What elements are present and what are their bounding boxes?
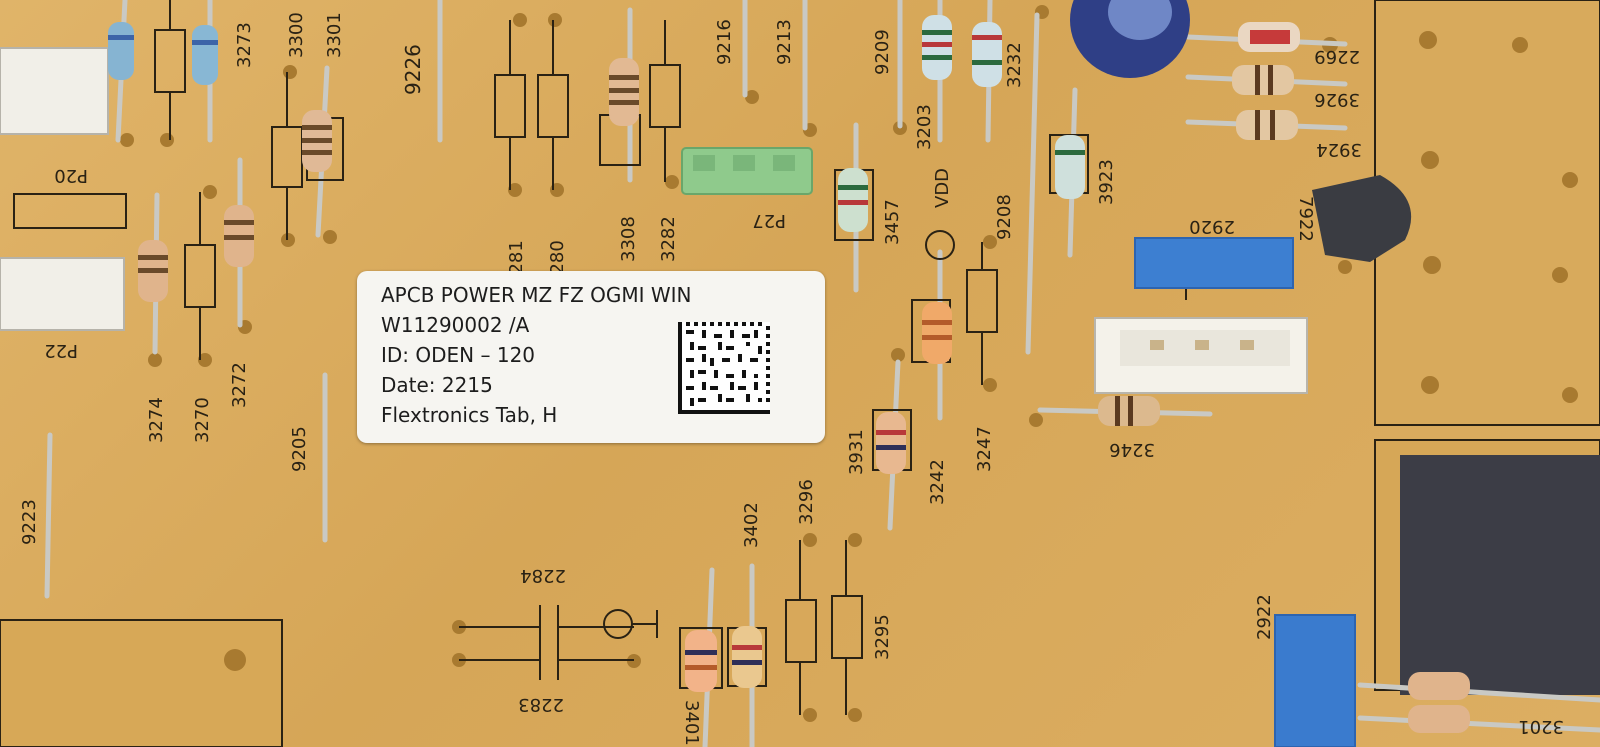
label-part-name: APCB POWER MZ FZ OGMI WIN	[381, 283, 692, 307]
capacitors	[1070, 0, 1412, 747]
silk-9209: 9209	[872, 29, 893, 75]
resistor	[1055, 135, 1085, 199]
silk-2922: 2922	[1254, 594, 1275, 640]
label-part-number: W11290002 /A	[381, 313, 530, 337]
silk-9216: 9216	[714, 19, 735, 65]
label-manufacturer: Flextronics Tab, H	[381, 403, 558, 427]
silk-3924: 3924	[1316, 139, 1362, 160]
resistor	[922, 15, 952, 80]
transistor-7922	[1312, 175, 1412, 262]
connector-top-left	[0, 47, 109, 135]
resistor	[972, 22, 1002, 87]
silk-3270: 3270	[192, 397, 213, 443]
silk-3272: 3272	[229, 362, 250, 408]
silk-3296: 3296	[796, 479, 817, 525]
silk-9205: 9205	[289, 426, 310, 472]
silk-2283: 2283	[518, 694, 564, 715]
capacitor-2920	[1134, 237, 1294, 289]
resistor	[922, 302, 952, 364]
silk-3246: 3246	[1109, 439, 1155, 460]
silk-vdd: VDD	[932, 168, 953, 208]
silk-3402: 3402	[741, 502, 762, 548]
silk-9213: 9213	[774, 19, 795, 65]
silk-3301: 3301	[324, 12, 345, 58]
resistor	[1232, 65, 1294, 95]
silk-9208: 9208	[994, 194, 1015, 240]
resistor	[108, 22, 134, 80]
resistor	[1408, 672, 1470, 700]
silk-3203: 3203	[914, 104, 935, 150]
silk-7922: 7922	[1295, 196, 1316, 242]
via-holes	[120, 5, 1578, 722]
silk-p27: P27	[752, 210, 786, 231]
silk-3247: 3247	[974, 426, 995, 472]
capacitor-2922	[1274, 614, 1356, 747]
product-label: APCB POWER MZ FZ OGMI WIN W11290002 /A I…	[357, 271, 825, 443]
silk-2920: 2920	[1189, 216, 1235, 237]
resistor	[192, 25, 218, 85]
resistor	[1236, 110, 1298, 140]
resistor	[1408, 705, 1470, 733]
silk-3457: 3457	[882, 199, 903, 245]
silk-3308: 3308	[618, 216, 639, 262]
silk-2284: 2284	[520, 565, 566, 586]
silk-p20: P20	[54, 165, 88, 186]
silk-9226: 9226	[401, 44, 425, 95]
silk-3295: 3295	[872, 614, 893, 660]
silk-3274: 3274	[146, 397, 167, 443]
datamatrix-code	[678, 322, 770, 414]
resistor-color-bands	[108, 30, 1290, 670]
silk-9223: 9223	[19, 499, 40, 545]
label-id: ID: ODEN – 120	[381, 343, 536, 367]
label-date: Date: 2215	[381, 373, 493, 397]
silk-p22: P22	[44, 340, 78, 361]
datamatrix-pattern	[678, 322, 770, 414]
silk-3923: 3923	[1096, 159, 1117, 205]
silk-2269: 2269	[1314, 46, 1360, 67]
connectors	[0, 47, 1308, 394]
resistor	[685, 630, 717, 692]
silk-3931: 3931	[846, 429, 867, 475]
silk-outline-bottom-left	[0, 619, 283, 747]
silk-3926: 3926	[1314, 89, 1360, 110]
silk-3282: 3282	[658, 216, 679, 262]
silk-3273: 3273	[234, 22, 255, 68]
silk-3232: 3232	[1004, 42, 1025, 88]
connector-p22	[0, 257, 125, 331]
black-component	[1400, 455, 1600, 695]
silk-3300: 3300	[286, 12, 307, 58]
silk-3201: 3201	[1518, 716, 1564, 737]
silk-3242: 3242	[927, 459, 948, 505]
resistor	[876, 412, 906, 474]
silk-outline-right-top	[1374, 0, 1600, 426]
resistor	[732, 626, 762, 688]
silk-outlines	[13, 0, 1187, 715]
silk-3401: 3401	[681, 700, 702, 746]
